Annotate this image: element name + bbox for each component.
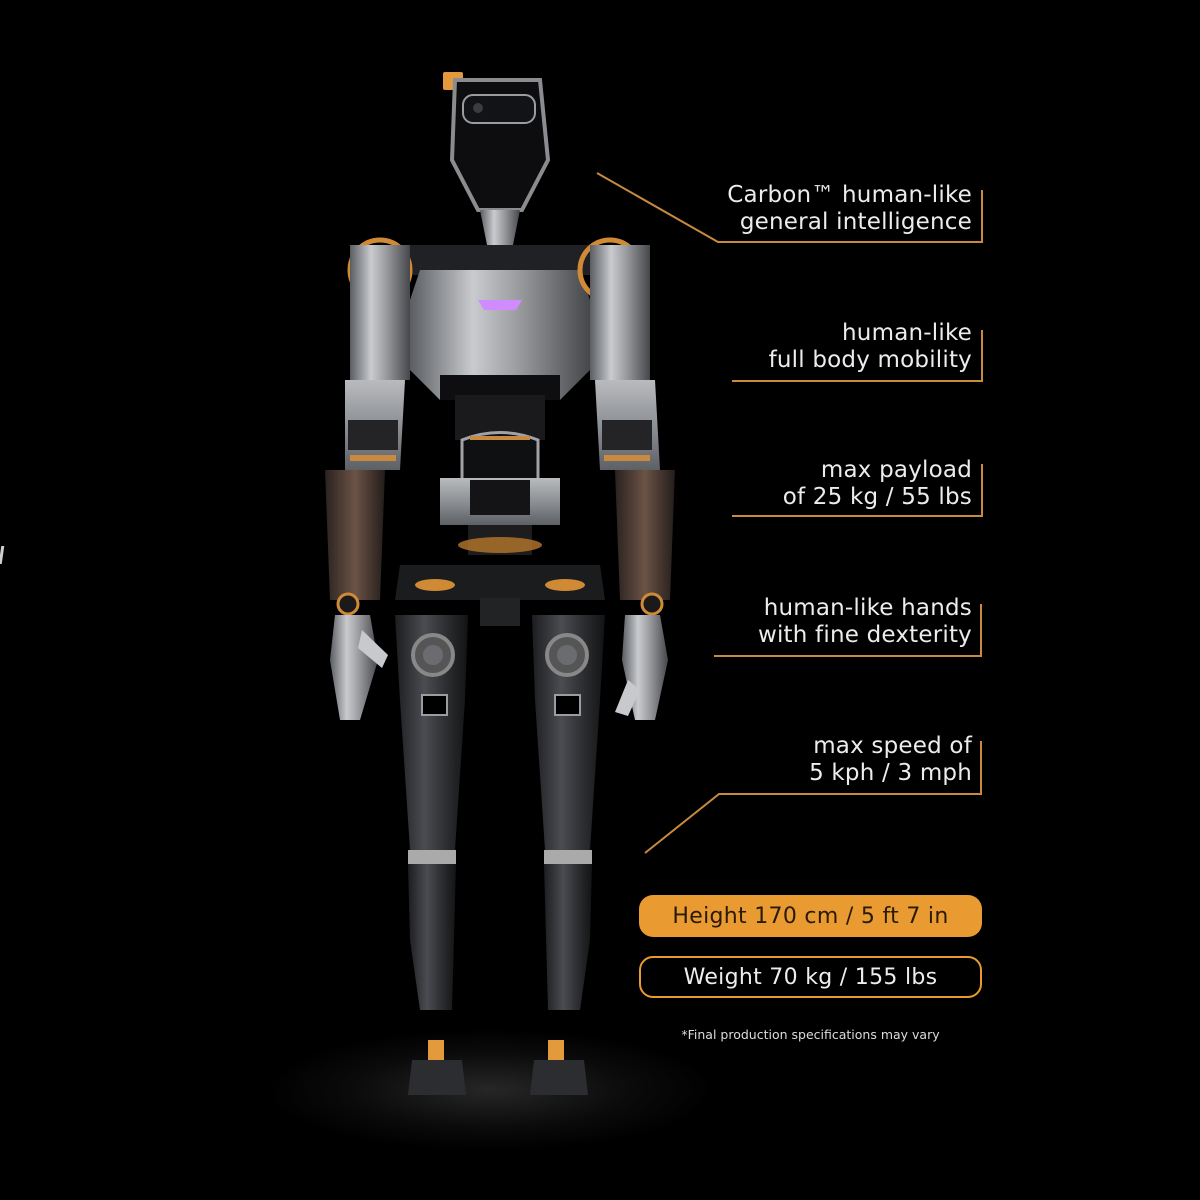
callout-text: human-like hands (763, 595, 972, 621)
callout-text: of 25 kg / 55 lbs (782, 484, 972, 510)
callout-mobility: human-like full body mobility (600, 320, 972, 374)
callout-text: general intelligence (739, 209, 972, 235)
callout-speed: max speed of 5 kph / 3 mph (600, 733, 972, 787)
callout-text: full body mobility (768, 347, 972, 373)
floor-shadow (270, 1030, 710, 1150)
callout-intelligence: Carbon™ human-like general intelligence (600, 182, 972, 236)
callout-text: with fine dexterity (757, 622, 972, 648)
callout-text: human-like (842, 320, 972, 346)
callout-text: 5 kph / 3 mph (809, 760, 972, 786)
callout-hands: human-like hands with fine dexterity (600, 595, 972, 649)
callout-text: Carbon™ human-like (727, 182, 972, 208)
callout-payload: max payload of 25 kg / 55 lbs (600, 457, 972, 511)
disclaimer-note: *Final production specifications may var… (681, 1027, 940, 1042)
callout-text: max speed of (813, 733, 972, 759)
callout-text: max payload (820, 457, 972, 483)
height-spec-badge: Height 170 cm / 5 ft 7 in (639, 895, 982, 937)
weight-spec-badge: Weight 70 kg / 155 lbs (639, 956, 982, 998)
